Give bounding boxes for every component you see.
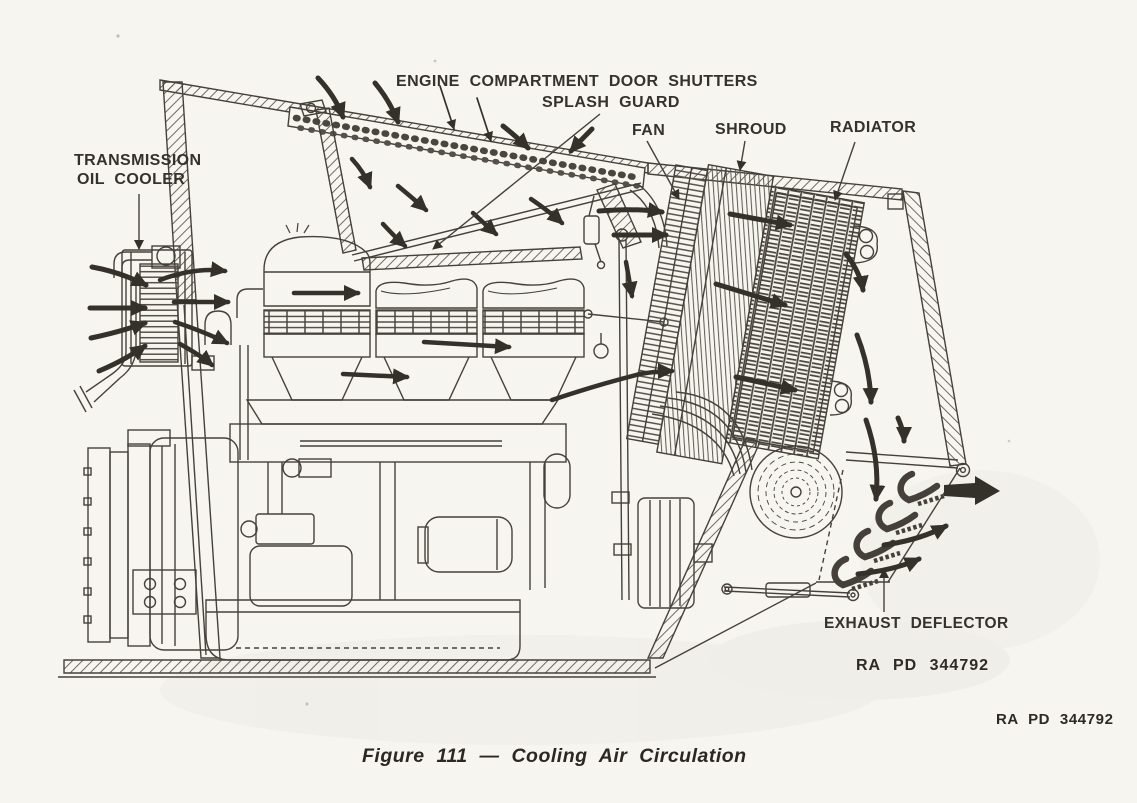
shroud-label: SHROUD bbox=[715, 121, 787, 138]
radiator-brackets bbox=[829, 225, 878, 416]
engine bbox=[205, 183, 713, 661]
radiator bbox=[724, 185, 866, 460]
flywheel-housing bbox=[83, 429, 239, 651]
exhaust-deflector bbox=[721, 451, 961, 602]
figure-caption: Figure 111 — Cooling Air Circulation bbox=[362, 745, 747, 767]
label-leader-lines bbox=[134, 113, 889, 612]
transmission-oil-cooler-label-line2: OIL COOLER bbox=[77, 171, 186, 188]
blower bbox=[651, 391, 843, 539]
splash-guard-label: SPLASH GUARD bbox=[542, 94, 680, 111]
plate-number: RA PD 344792 bbox=[996, 711, 1114, 728]
fan-label: FAN bbox=[632, 122, 666, 139]
transmission-oil-cooler-label-line1: TRANSMISSION bbox=[74, 152, 202, 169]
air-flow-arrows bbox=[87, 75, 1000, 577]
radiator-label: RADIATOR bbox=[830, 119, 917, 136]
plate-stamp: RA PD 344792 bbox=[856, 657, 990, 674]
exhaust-deflector-label: EXHAUST DEFLECTOR bbox=[824, 615, 1009, 632]
door-shutters-label: ENGINE COMPARTMENT DOOR SHUTTERS bbox=[396, 73, 758, 90]
